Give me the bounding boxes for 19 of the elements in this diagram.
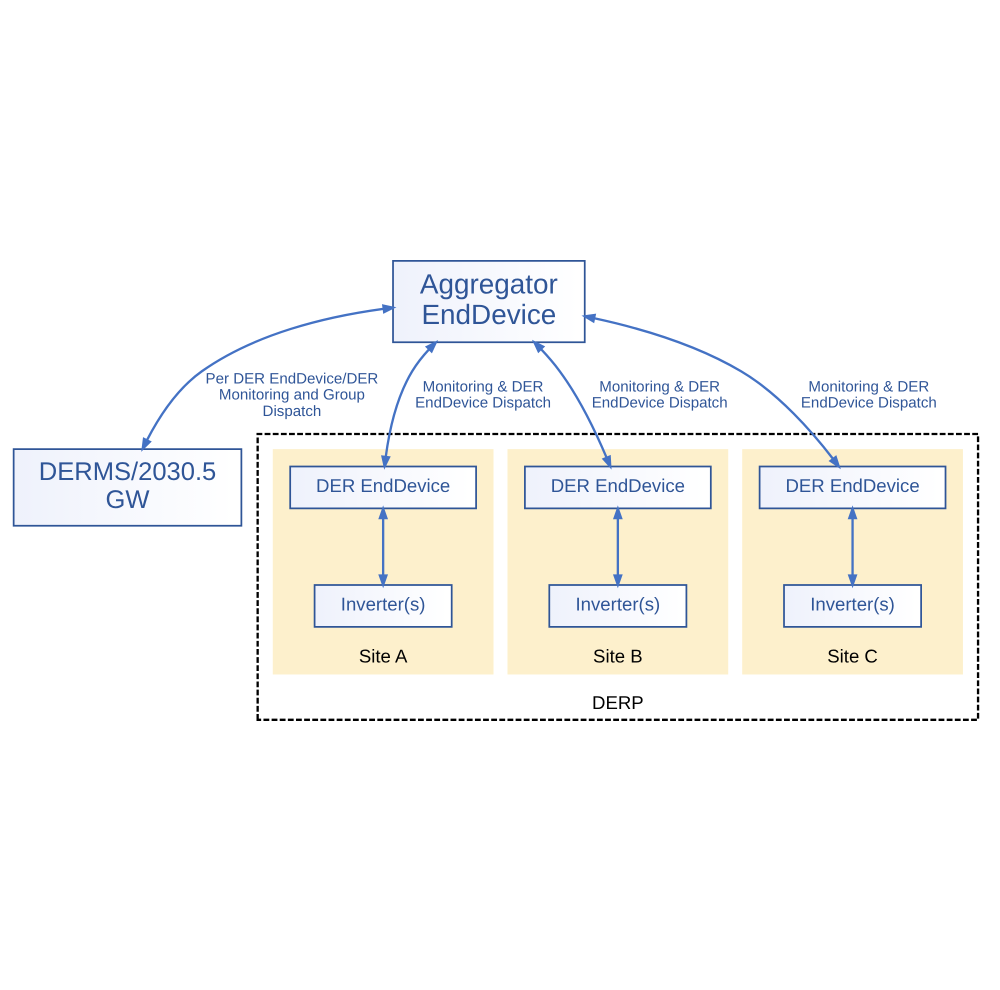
node-box: Inverter(s) <box>782 584 922 628</box>
arrow <box>380 340 438 470</box>
node-box: DER EndDevice <box>758 466 946 510</box>
arrow <box>847 505 857 588</box>
edge-label: Per DER EndDevice/DER Monitoring and Group Dispatch <box>205 370 378 420</box>
node-box: DER EndDevice <box>288 466 476 510</box>
arrow <box>612 505 622 588</box>
edge-label: Monitoring & DER EndDevice Dispatch <box>591 378 728 412</box>
arrow <box>140 304 396 452</box>
arrow <box>581 314 840 470</box>
node-box: DERMS/2030.5 GW <box>12 448 242 527</box>
arrow <box>531 340 612 470</box>
node-box: Aggregator EndDevice <box>392 260 586 344</box>
node-box: Inverter(s) <box>548 584 687 628</box>
edge-label: Monitoring & DER EndDevice Dispatch <box>414 378 551 412</box>
arrow <box>378 505 388 588</box>
edge-label: Monitoring & DER EndDevice Dispatch <box>800 378 936 412</box>
node-box: DER EndDevice <box>524 466 712 510</box>
node-box: Inverter(s) <box>313 584 452 628</box>
